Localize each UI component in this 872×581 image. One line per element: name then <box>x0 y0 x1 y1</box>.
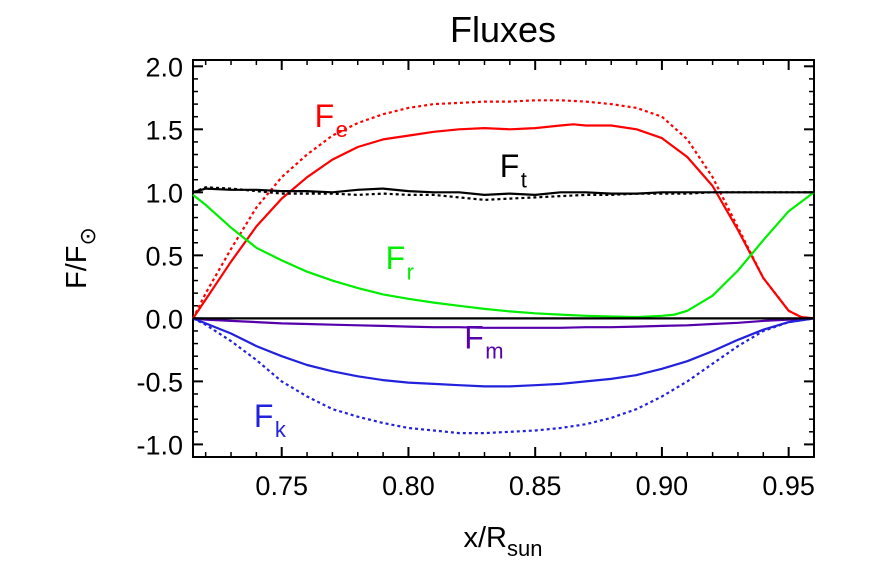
plot-frame <box>192 59 815 458</box>
curve-label-sub-r: r <box>407 259 414 284</box>
curve-label-sub-t: t <box>521 167 527 192</box>
series-line-1 <box>192 99 815 320</box>
curve-label-r: F <box>386 240 406 276</box>
series-layer <box>192 99 815 435</box>
series-line-5 <box>192 317 815 329</box>
y-tick-label: 1.0 <box>145 178 183 208</box>
series-line-3 <box>192 186 814 201</box>
series-line-7 <box>192 317 815 435</box>
curve-label-sub-e: e <box>336 117 348 142</box>
y-tick-label: -1.0 <box>136 430 183 460</box>
y-axis-ticks: 2.0 1.5 1.0 0.5 0.0 -0.5 -1.0 <box>136 52 814 460</box>
x-axis-ticks: 0.75 0.80 0.85 0.90 0.95 <box>204 60 815 501</box>
curve-label-m: F <box>464 320 484 356</box>
x-axis-label: x/Rsun <box>464 522 543 561</box>
y-tick-label: 2.0 <box>145 52 183 82</box>
y-axis-label-symbol: ⊙ <box>75 227 100 245</box>
x-tick-label: 0.80 <box>382 471 435 501</box>
y-tick-label: 0.0 <box>145 304 183 334</box>
curve-label-k: F <box>254 398 274 434</box>
x-tick-label: 0.90 <box>636 471 689 501</box>
y-axis-label: F/F⊙ <box>61 227 100 289</box>
plot-area: 0.75 0.80 0.85 0.90 0.95 2.0 1.5 1.0 0.5 0.0 -0.5… <box>136 52 815 501</box>
y-tick-label: 0.5 <box>145 241 183 271</box>
x-tick-label: 0.75 <box>255 471 308 501</box>
curve-label-sub-k: k <box>275 417 287 442</box>
chart-title: Fluxes <box>450 9 556 50</box>
series-line-4 <box>192 191 815 319</box>
y-axis-label-main: F/F <box>61 245 93 289</box>
x-tick-label: 0.85 <box>509 471 562 501</box>
x-axis-label-main: x/R <box>464 522 508 554</box>
series-line-0 <box>192 123 815 320</box>
x-tick-label: 0.95 <box>762 471 815 501</box>
curve-label-sub-m: m <box>485 339 503 364</box>
y-tick-label: 1.5 <box>145 115 183 145</box>
series-line-6 <box>192 317 815 388</box>
curve-label-e: F <box>315 98 335 134</box>
y-tick-label: -0.5 <box>136 367 183 397</box>
curve-label-t: F <box>500 148 520 184</box>
x-axis-label-sub: sun <box>507 536 542 561</box>
